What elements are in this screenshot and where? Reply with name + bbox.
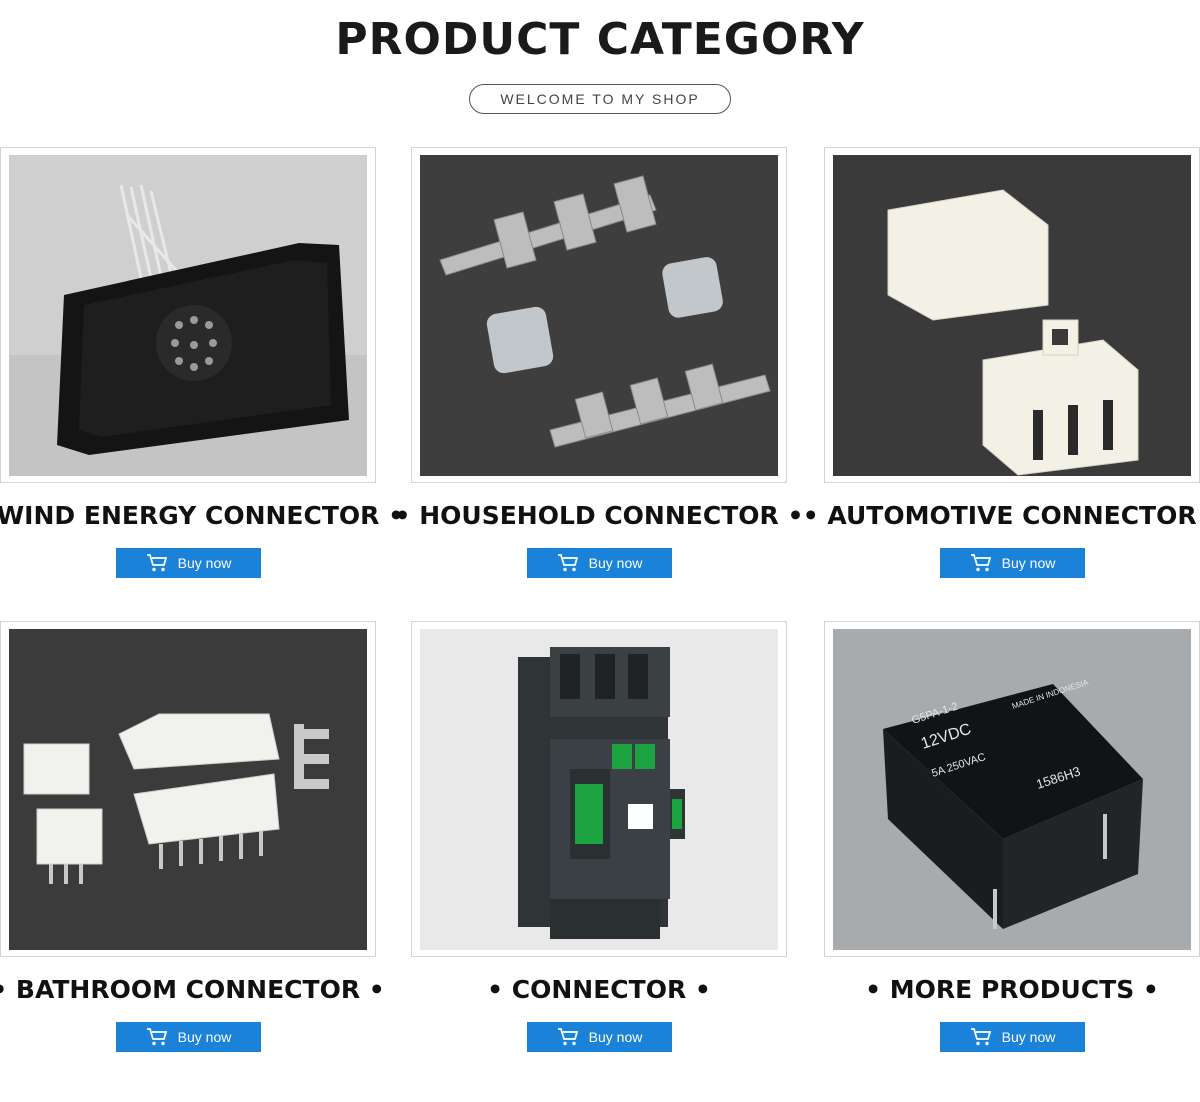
shopping-cart-icon [557, 554, 578, 572]
product-label: • MORE PRODUCTS • [865, 975, 1159, 1004]
product-card-wind-energy: • WIND ENERGY CONNECTOR • Buy now [0, 147, 404, 603]
page-title: PRODUCT CATEGORY [335, 14, 865, 65]
shopping-cart-icon [146, 1028, 167, 1046]
product-image-frame[interactable] [824, 147, 1200, 483]
buy-now-button[interactable]: Buy now [116, 1022, 261, 1052]
product-card-automotive: • AUTOMOTIVE CONNECTOR • Buy now [803, 147, 1200, 603]
product-image-frame[interactable] [411, 147, 787, 483]
buy-now-button[interactable]: Buy now [527, 548, 672, 578]
product-label: • AUTOMOTIVE CONNECTOR • [802, 501, 1200, 530]
product-card-bathroom: • BATHROOM CONNECTOR • Buy now [0, 621, 385, 1077]
buy-now-label: Buy now [588, 555, 643, 571]
product-card-household: • HOUSEHOLD CONNECTOR • Buy now [395, 147, 803, 603]
product-image-frame[interactable] [0, 621, 376, 957]
product-card-connector: • CONNECTOR • Buy now [411, 621, 787, 1077]
buy-now-button[interactable]: Buy now [527, 1022, 672, 1052]
buy-now-button[interactable]: Buy now [940, 1022, 1085, 1052]
buy-now-label: Buy now [177, 555, 232, 571]
bathroom-connector-photo [9, 629, 367, 950]
buy-now-label: Buy now [588, 1029, 643, 1045]
product-image-frame[interactable]: G5PA-1-2 12VDC 5A 250VAC 1586H3 MADE IN … [824, 621, 1200, 957]
household-connector-photo [420, 155, 778, 476]
buy-now-label: Buy now [177, 1029, 232, 1045]
product-card-more-products: G5PA-1-2 12VDC 5A 250VAC 1586H3 MADE IN … [824, 621, 1200, 1077]
automotive-connector-photo [833, 155, 1191, 476]
product-image-frame[interactable] [0, 147, 376, 483]
shopping-cart-icon [970, 554, 991, 572]
buy-now-label: Buy now [1001, 1029, 1056, 1045]
shopping-cart-icon [146, 554, 167, 572]
buy-now-button[interactable]: Buy now [116, 548, 261, 578]
buy-now-label: Buy now [1001, 555, 1056, 571]
contactor-photo [420, 629, 778, 950]
shopping-cart-icon [970, 1028, 991, 1046]
product-label: • CONNECTOR • [487, 975, 711, 1004]
welcome-banner: WELCOME TO MY SHOP [469, 84, 731, 114]
product-label: • HOUSEHOLD CONNECTOR • [394, 501, 804, 530]
shopping-cart-icon [557, 1028, 578, 1046]
product-image-frame[interactable] [411, 621, 787, 957]
wind-energy-connector-photo [9, 155, 367, 476]
product-label: • WIND ENERGY CONNECTOR • [0, 501, 405, 530]
buy-now-button[interactable]: Buy now [940, 548, 1085, 578]
product-label: • BATHROOM CONNECTOR • [0, 975, 385, 1004]
relay-photo: G5PA-1-2 12VDC 5A 250VAC 1586H3 MADE IN … [833, 629, 1191, 950]
